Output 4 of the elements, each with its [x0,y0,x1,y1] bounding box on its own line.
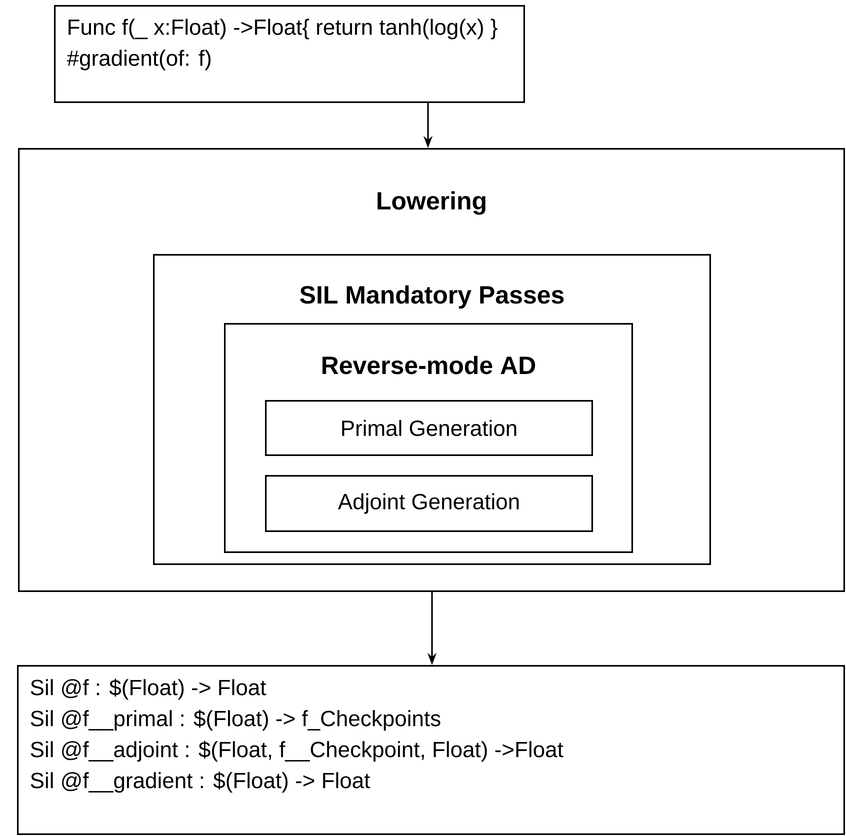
code-box: Sil @f : $(Float) -> Float Sil @f__primal : $(Float) -> f_Checkpoints Sil @f__adjoint : $(Float, f__Checkpoint, Float) ->Float Sil @f__gradient : $(Float) -> Float [17,665,845,835]
code-box: Func f(_ x:Float) ->Float{ return tanh(log(x) } #gradient(of: f) [54,5,525,103]
process-box: Primal Generation [265,400,593,456]
process-box: Adjoint Generation [265,475,593,532]
